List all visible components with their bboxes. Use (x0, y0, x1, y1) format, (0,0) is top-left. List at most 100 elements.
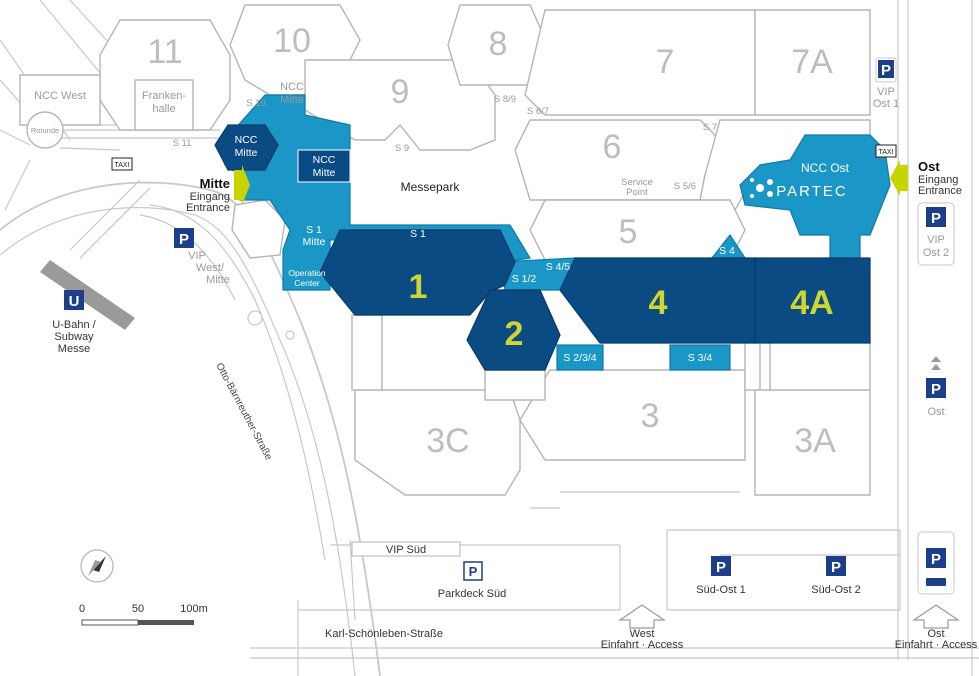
street-otto-baernreuther: Otto-Bärnreuther-Straße (213, 361, 274, 462)
ncc-west-label: NCC West (34, 90, 86, 102)
hall-7[interactable] (524, 9, 756, 116)
entrance-ost[interactable]: Ost Eingang Entrance (890, 159, 962, 197)
access-west-label-2: Einfahrt · Access (601, 639, 684, 651)
parking-vip-ost2-label-1: VIP (927, 234, 945, 246)
hall-2[interactable] (466, 289, 561, 371)
hall-8-label: 8 (489, 25, 508, 63)
scale-label-0: 0 (79, 603, 85, 615)
access-ost-label-1: Ost (927, 628, 944, 640)
frankenhalle-box[interactable] (134, 79, 194, 131)
hall-7-label: 7 (656, 43, 675, 81)
parking-ost-icon: P (931, 381, 941, 398)
walkway-mid (484, 369, 546, 401)
parking-ost-label: Ost (927, 406, 944, 418)
taxi-west: TAXI (111, 157, 133, 171)
hall-9-label: 9 (391, 73, 410, 111)
hall-5-label: 5 (619, 213, 638, 251)
passage-s1-mitte-1: S 1 (306, 224, 322, 236)
entrance-ost-arrow-icon (890, 160, 908, 196)
entrance-mitte-title: Mitte (200, 176, 230, 191)
parking-sued-ost2[interactable]: P Süd-Ost 2 (811, 556, 861, 596)
parking-parkdeck-sued-icon: P (469, 564, 478, 579)
parking-vip-ost2-icon: P (931, 210, 941, 227)
parking-parkdeck-sued-label: Parkdeck Süd (438, 588, 506, 600)
subway-platform (40, 260, 135, 330)
passage-s34[interactable] (669, 344, 731, 371)
subway-station[interactable]: U U-Bahn / Subway Messe (40, 260, 135, 355)
parking-sued-ost1-icon: P (716, 559, 726, 576)
service-point-label-1: Service (621, 177, 653, 188)
parking-vip-sued-label: VIP Süd (386, 544, 426, 556)
taxi-ost: TAXI (875, 144, 897, 158)
ncc-mitte-hex-label-2: Mitte (235, 147, 258, 159)
partec-label: PARTEC (776, 183, 847, 200)
area-labels: NCC West Franken- halle NCC Mitte NCC Mi… (31, 81, 850, 288)
parking-vip-west[interactable]: P VIP West/ Mitte (174, 228, 230, 286)
passage-s4: S 4 (719, 245, 735, 257)
parking-vip-ost1-icon: P (881, 62, 891, 79)
parking-ost-arrows-icon-2 (931, 364, 941, 370)
scale-label-50: 50 (132, 603, 144, 615)
rotunde-circle[interactable] (26, 111, 64, 149)
parking-vip-ost2[interactable]: P VIP Ost 2 (917, 202, 955, 266)
parking-bus[interactable]: P (917, 531, 955, 595)
ncc-mitte-box-label-2: Mitte (313, 167, 336, 179)
north-arrow-icon (93, 556, 106, 572)
bus-icon (926, 578, 946, 586)
hall-7a[interactable] (754, 9, 871, 116)
service-point-label-2: Point (626, 187, 648, 198)
passage-s234: S 2/3/4 (563, 352, 596, 364)
hall-1-label: 1 (409, 268, 428, 306)
rotunde-label: Rotunde (31, 126, 59, 135)
parking-vip-sued[interactable]: VIP Süd (351, 541, 461, 557)
access-ost[interactable]: Ost Einfahrt · Access (895, 604, 978, 651)
parking-vip-ost1-label-1: VIP (877, 86, 895, 98)
hall-4a[interactable] (754, 257, 871, 344)
parking-sued-ost1[interactable]: P Süd-Ost 1 (696, 556, 746, 596)
parking-vip-ost2-label-2: Ost 2 (923, 247, 949, 259)
parking-parkdeck-sued[interactable]: P Parkdeck Süd (438, 561, 506, 600)
street-karl-schoenleben: Karl-Schönleben-Straße (325, 628, 443, 640)
entrance-mitte-sub1: Eingang (190, 191, 230, 203)
access-ost-label-2: Einfahrt · Access (895, 639, 978, 651)
entrance-mitte[interactable]: Mitte Eingang Entrance (186, 165, 250, 214)
passage-s234[interactable] (556, 344, 604, 371)
ncc-mitte-box-label-1: NCC (313, 154, 336, 166)
passage-s89: S 8/9 (494, 94, 516, 105)
passage-s10: S 10 (246, 98, 266, 109)
entrance-mitte-arrow-icon (234, 165, 250, 205)
partec-logo-icon (750, 178, 773, 198)
scale-label-100: 100m (180, 603, 208, 615)
hall-4[interactable] (559, 257, 756, 344)
scale-bar: 0 50 100m (79, 603, 208, 626)
parking-vip-west-icon: P (179, 231, 189, 248)
passage-s11: S 11 (173, 138, 192, 149)
ncc-mitte-box[interactable] (297, 149, 351, 183)
entrance-ost-sub2: Entrance (918, 185, 962, 197)
hall-11-label: 11 (147, 33, 182, 71)
passage-s34: S 3/4 (688, 352, 713, 364)
taxi-west-label: TAXI (114, 162, 129, 169)
operation-center-label-2: Center (294, 278, 320, 288)
passage-s9: S 9 (395, 143, 409, 154)
hall-10-label: 10 (273, 22, 311, 60)
parking-sued-ost2-label: Süd-Ost 2 (811, 584, 861, 596)
access-west[interactable]: West Einfahrt · Access (601, 604, 684, 651)
ncc-mitte-top-label-2: Mitte (280, 94, 304, 106)
passage-s56: S 5/6 (674, 181, 696, 192)
hall-11[interactable] (99, 19, 231, 131)
entrance-ost-sub1: Eingang (918, 174, 958, 186)
parking-ost[interactable]: P Ost (926, 356, 946, 418)
hall-3[interactable] (519, 369, 746, 461)
hall-4a-label: 4A (790, 284, 833, 322)
parking-vip-west-label-1: VIP (188, 250, 206, 262)
parking-bus-icon: P (931, 551, 941, 568)
parking-vip-ost1[interactable]: P VIP Ost 1 (873, 57, 899, 110)
ncc-mitte-hex[interactable] (214, 124, 279, 171)
operation-center-label-1: Operation (288, 268, 326, 278)
hall-5[interactable] (529, 199, 746, 261)
passage-s1-mitte-2: Mitte (303, 236, 326, 248)
walkway-right (744, 339, 761, 391)
access-ost-arrow-icon (912, 604, 960, 629)
messepark-label: Messepark (401, 180, 461, 194)
